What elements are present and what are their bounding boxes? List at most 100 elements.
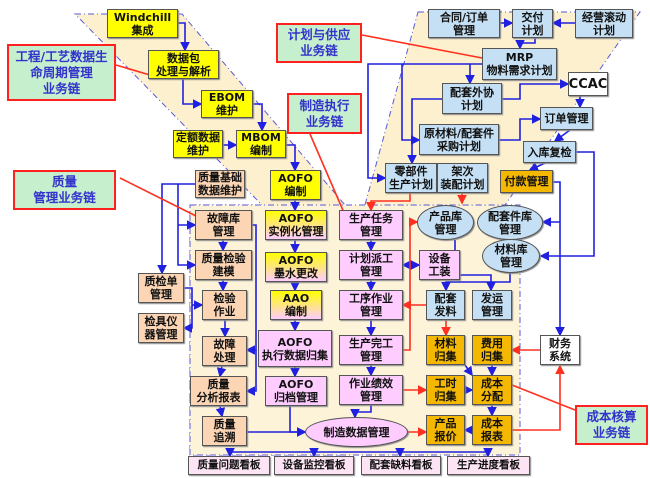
node-text-line: 费用 [481, 337, 503, 350]
node-cost-alloc[interactable]: 成本分配 [472, 375, 512, 405]
node-task[interactable]: 生产任务管理 [339, 210, 403, 240]
connector-line [539, 151, 595, 261]
node-contract[interactable]: 合同/订单管理 [428, 9, 500, 38]
node-dispatch[interactable]: 计划派工管理 [339, 250, 403, 280]
node-text-line: 设备监控看板 [282, 459, 346, 471]
node-text-line: 业务链 [42, 80, 81, 96]
node-complete[interactable]: 生产完工管理 [339, 335, 403, 365]
connector-line [463, 364, 473, 377]
node-material-store[interactable]: 材料库管理 [482, 239, 540, 273]
node-kit-store[interactable]: 配套件库管理 [477, 205, 543, 240]
node-ccac[interactable]: CCAC [568, 72, 608, 96]
node-text-line: 管理 [499, 222, 521, 236]
node-text-line: 命周期管理 [30, 64, 93, 80]
node-shipping[interactable]: 发运管理 [472, 290, 512, 320]
label-pointer-line [361, 34, 483, 59]
node-inspect[interactable]: 检验作业 [202, 290, 247, 320]
node-text-line: 管理业务链 [33, 190, 96, 205]
node-assembly-plan[interactable]: 架次装配计划 [437, 163, 488, 193]
connector-line [245, 350, 257, 396]
node-text-line: 维护 [187, 144, 209, 157]
node-outsource[interactable]: 配套外协计划 [442, 83, 502, 114]
node-fault-proc[interactable]: 故障处理 [202, 336, 247, 366]
node-equipment[interactable]: 设备工装 [419, 250, 460, 280]
node-fault-lib[interactable]: 故障库管理 [195, 210, 252, 240]
node-text-line: 架次 [451, 165, 474, 178]
connector-line [245, 224, 257, 355]
node-text-line: 原材料/配套件 [423, 126, 495, 140]
connector-line [553, 129, 571, 142]
node-purchase[interactable]: 原材料/配套件采购计划 [419, 124, 499, 155]
node-board-equipment[interactable]: 设备监控看板 [274, 456, 354, 475]
node-text-line: AOFO [278, 254, 314, 267]
node-text-line: AOFO [278, 172, 313, 185]
node-finance[interactable]: 财务系统 [540, 335, 580, 365]
node-text-line: 制造数据管理 [323, 425, 390, 439]
node-mat-collect[interactable]: 材料归集 [426, 335, 465, 365]
node-parts-plan[interactable]: 零部件生产计划 [385, 163, 437, 193]
node-text-line: 生产任务 [349, 212, 393, 225]
node-q-trace[interactable]: 质量追溯 [202, 416, 247, 446]
node-text-line: 交付 [521, 10, 544, 24]
node-text-line: MRP [505, 51, 534, 64]
node-text-line: 配套缺料看板 [369, 459, 433, 471]
node-q-base[interactable]: 质量基础数据维护 [195, 170, 245, 198]
node-text-line: 工程/工艺数据生 [15, 48, 108, 64]
node-rolling[interactable]: 经营滚动计划 [575, 9, 633, 38]
node-kit-issue[interactable]: 配套发料 [426, 290, 465, 320]
connector-line [512, 364, 565, 431]
node-q-sheet[interactable]: 质检单管理 [138, 273, 184, 303]
node-text-line: 管理 [500, 256, 522, 269]
node-board-shortage[interactable]: 配套缺料看板 [361, 456, 441, 475]
node-quota[interactable]: 定额数据维护 [173, 130, 223, 158]
node-payment[interactable]: 付款管理 [500, 170, 553, 193]
node-board-progress[interactable]: 生产进度看板 [447, 456, 530, 475]
node-hour-collect[interactable]: 工时归集 [426, 375, 465, 405]
node-text-line: 管理 [360, 390, 382, 403]
node-recheck[interactable]: 入库复检 [523, 141, 576, 163]
node-text-line: 管理 [360, 265, 382, 278]
node-text-line: 业务链 [592, 425, 631, 440]
node-gauge[interactable]: 检具仪器管理 [138, 313, 184, 343]
node-process[interactable]: 工序作业管理 [339, 290, 403, 320]
chain-label-costing: 成本核算业务链 [575, 405, 648, 445]
node-cost-report[interactable]: 成本报表 [472, 415, 512, 445]
node-text-line: 检验 [213, 292, 236, 305]
node-order[interactable]: 订单管理 [540, 107, 593, 130]
node-mfg-data[interactable]: 制造数据管理 [305, 417, 408, 447]
node-text-line: 执行数据归集 [262, 348, 328, 362]
label-pointer-line [119, 177, 201, 219]
label-pointer-line [115, 64, 151, 76]
node-quote[interactable]: 产品报价 [426, 415, 465, 445]
node-text-line: 编制 [284, 185, 307, 198]
node-text-line: 故障库 [207, 212, 240, 225]
node-datapack[interactable]: 数据包处理与解析 [148, 50, 219, 79]
node-q-report[interactable]: 质量分析报表 [190, 376, 247, 406]
node-q-model[interactable]: 质量检验建模 [195, 250, 252, 280]
node-text-line: 管理 [360, 305, 382, 318]
node-text-line: 发料 [434, 305, 457, 318]
node-text-line: 归集 [434, 350, 457, 363]
node-text-line: 制造执行 [299, 97, 350, 113]
node-text-line: 发运 [481, 292, 503, 305]
node-text-line: 质检单 [144, 275, 178, 288]
connector-line [215, 405, 226, 418]
node-fee-collect[interactable]: 费用归集 [472, 335, 512, 365]
node-performance[interactable]: 作业绩效管理 [339, 375, 403, 405]
node-board-quality[interactable]: 质量问题看板 [188, 456, 270, 475]
node-delivery[interactable]: 交付计划 [512, 9, 553, 38]
connector-line [182, 79, 203, 109]
node-product-store[interactable]: 产品库管理 [417, 205, 474, 240]
node-text-line: 归集 [434, 390, 457, 403]
